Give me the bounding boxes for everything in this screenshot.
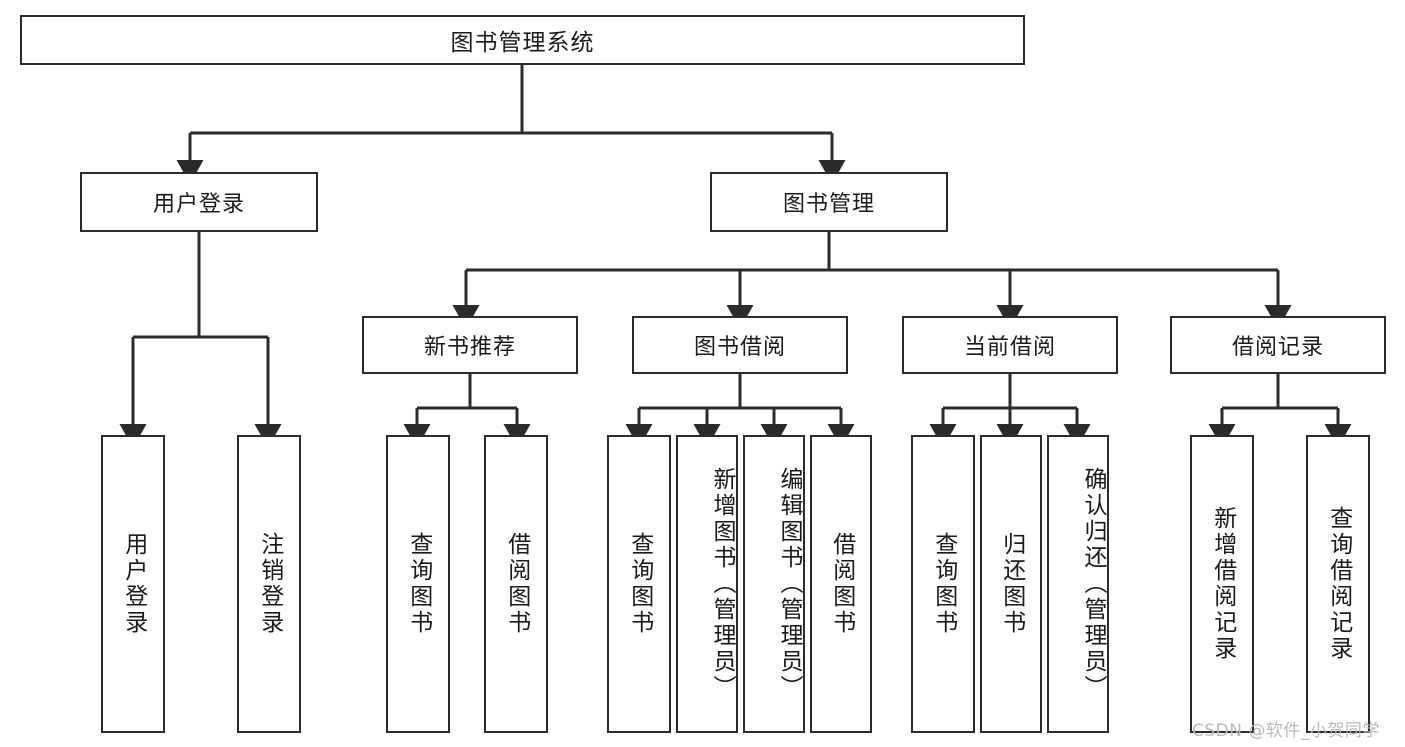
- leaf-new-book-query[interactable]: 查询图书: [386, 435, 450, 733]
- node-label: 编辑图书（管理员）: [776, 467, 802, 701]
- leaf-borrow-query-book[interactable]: 查询图书: [607, 435, 671, 733]
- node-label: 新书推荐: [423, 335, 516, 360]
- node-label: 查询图书: [930, 532, 957, 636]
- node-label: 查询图书: [626, 532, 653, 636]
- node-book-borrow[interactable]: 图书借阅: [632, 316, 848, 374]
- node-current-borrow[interactable]: 当前借阅: [902, 316, 1118, 374]
- leaf-borrow-add-book-admin[interactable]: 新增图书（管理员）: [676, 435, 738, 733]
- node-label: 借阅图书: [828, 532, 855, 636]
- node-label: 新增借阅记录: [1209, 506, 1236, 662]
- node-user-login[interactable]: 用户登录: [80, 172, 318, 232]
- node-label: 确认归还（管理员）: [1080, 467, 1106, 701]
- node-label: 图书管理系统: [450, 30, 595, 56]
- node-label: 借阅记录: [1231, 335, 1324, 360]
- node-label: 借阅图书: [503, 532, 530, 636]
- node-new-book-recommend[interactable]: 新书推荐: [362, 316, 578, 374]
- node-book-management[interactable]: 图书管理: [710, 172, 948, 232]
- node-label: 查询图书: [405, 532, 432, 636]
- leaf-current-query-book[interactable]: 查询图书: [911, 435, 975, 733]
- node-label: 用户登录: [152, 192, 245, 217]
- csdn-watermark: CSDN @软件_小贺同学: [1192, 721, 1380, 741]
- node-label: 注销登录: [256, 532, 283, 636]
- leaf-record-query-record[interactable]: 查询借阅记录: [1306, 435, 1370, 733]
- node-borrow-record[interactable]: 借阅记录: [1170, 316, 1386, 374]
- leaf-borrow-borrow-book[interactable]: 借阅图书: [810, 435, 872, 733]
- leaf-borrow-edit-book-admin[interactable]: 编辑图书（管理员）: [743, 435, 805, 733]
- node-label: 新增图书（管理员）: [709, 467, 735, 701]
- node-label: 当前借阅: [963, 335, 1056, 360]
- leaf-current-return-book[interactable]: 归还图书: [980, 435, 1042, 733]
- leaf-user-login-logout[interactable]: 注销登录: [237, 435, 301, 733]
- node-label: 查询借阅记录: [1325, 506, 1352, 662]
- leaf-record-add-record[interactable]: 新增借阅记录: [1190, 435, 1254, 733]
- node-label: 归还图书: [998, 532, 1025, 636]
- node-label: 图书借阅: [693, 335, 786, 360]
- leaf-new-book-borrow[interactable]: 借阅图书: [484, 435, 548, 733]
- node-root-book-management-system[interactable]: 图书管理系统: [20, 15, 1025, 65]
- leaf-current-confirm-return-admin[interactable]: 确认归还（管理员）: [1047, 435, 1109, 733]
- node-label: 用户登录: [120, 532, 147, 636]
- leaf-user-login-login[interactable]: 用户登录: [101, 435, 165, 733]
- node-label: 图书管理: [782, 192, 875, 217]
